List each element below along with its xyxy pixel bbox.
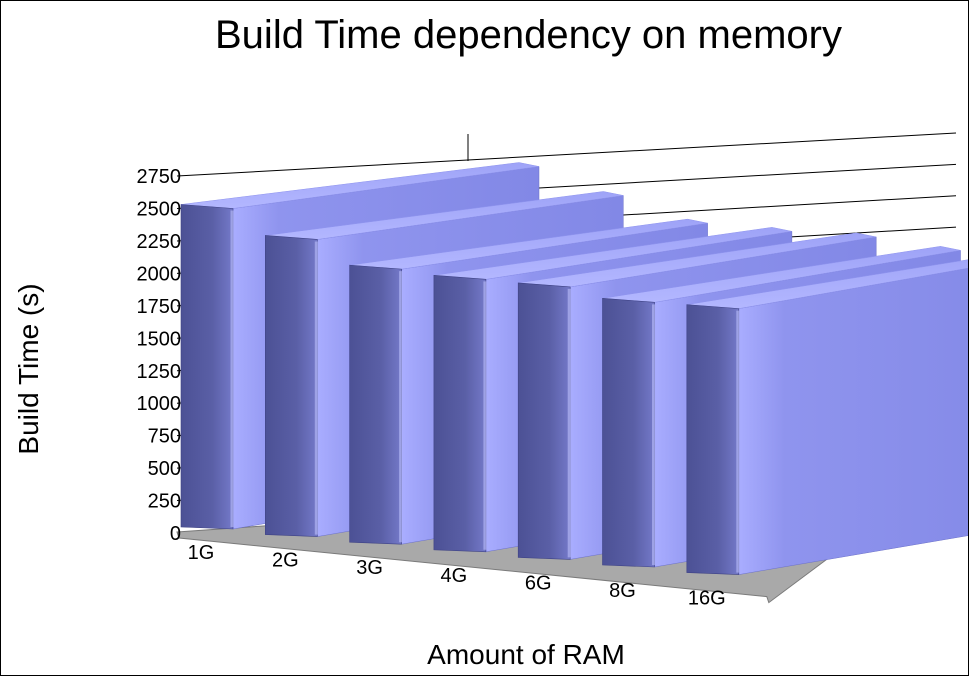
x-tick-label: 3G xyxy=(356,557,383,579)
x-tick-label: 8G xyxy=(609,580,636,602)
y-axis-ticks: 0 250 500 750 1000 1250 1500 1750 2000 2250 2500 27… xyxy=(137,166,182,545)
y-tick-label: 2000 xyxy=(137,263,182,285)
y-axis-title: Build Time (s) xyxy=(13,283,44,455)
y-tick-label: 2500 xyxy=(137,199,182,221)
bar-front xyxy=(433,275,487,553)
y-tick-label: 2250 xyxy=(137,231,182,253)
x-axis-ticks: 1G 2G 3G 4G 6G 8G 16G xyxy=(188,542,726,610)
bars xyxy=(180,162,968,575)
bar-16G xyxy=(686,259,968,575)
y-tick-label: 2750 xyxy=(137,166,182,188)
y-tick-label: 1000 xyxy=(137,393,182,415)
bar-front xyxy=(264,235,318,537)
y-tick-label: 0 xyxy=(170,523,181,545)
gridline xyxy=(176,132,957,177)
y-tick-label: 500 xyxy=(148,458,181,480)
y-tick-label: 1500 xyxy=(137,328,182,350)
x-tick-label: 6G xyxy=(525,572,552,594)
y-tick-label: 250 xyxy=(148,491,181,513)
y-tick-label: 1750 xyxy=(137,296,182,318)
bar-front xyxy=(686,304,740,575)
bar-front xyxy=(517,282,571,560)
bar-front xyxy=(180,204,234,530)
x-tick-label: 4G xyxy=(441,565,468,587)
x-tick-label: 2G xyxy=(272,550,299,572)
bar-front xyxy=(602,297,655,568)
y-tick-label: 750 xyxy=(148,426,181,448)
x-axis-title: Amount of RAM xyxy=(427,639,625,670)
y-tick-label: 1250 xyxy=(137,361,182,383)
bar-front xyxy=(349,264,402,545)
x-tick-label: 16G xyxy=(688,588,726,610)
x-tick-label: 1G xyxy=(188,542,215,564)
chart-title: Build Time dependency on memory xyxy=(215,13,842,57)
